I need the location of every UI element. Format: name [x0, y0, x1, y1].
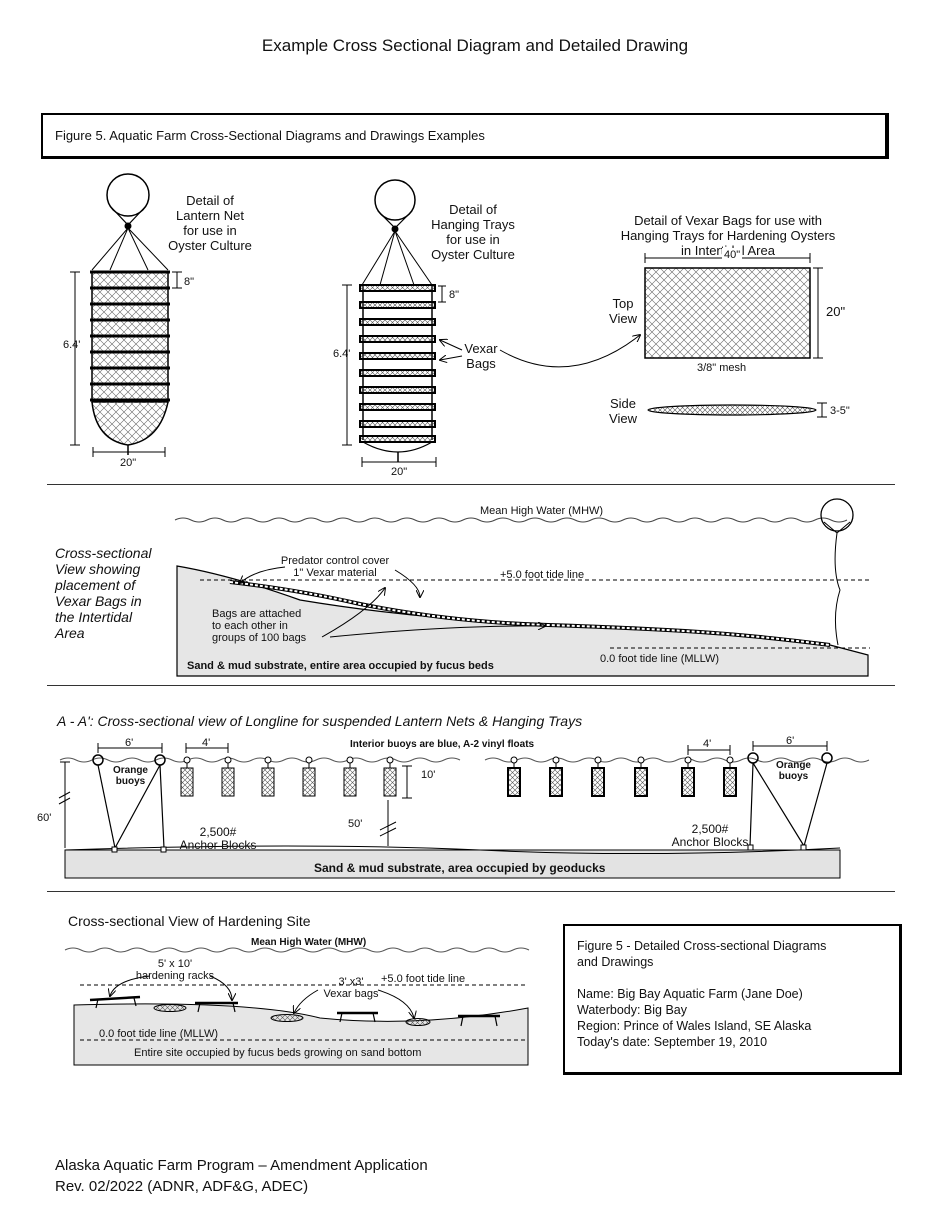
footer-program: Alaska Aquatic Farm Program – Amendment …: [55, 1157, 428, 1174]
trays-width-label: 20": [391, 466, 408, 478]
lantern-width-label: 20": [120, 457, 137, 469]
figure-info-box: Figure 5 - Detailed Cross-sectional Diag…: [563, 924, 902, 1075]
mesh-label: 3/8" mesh: [697, 362, 747, 374]
info-caption: Figure 5 - Detailed Cross-sectional Diag…: [577, 939, 827, 969]
lantern-height-label: 6.4': [63, 339, 81, 351]
page-title: Example Cross Sectional Diagram and Deta…: [261, 36, 689, 55]
intertidal-section-drawing: [174, 498, 870, 677]
intertidal-side-label: Cross-sectional View showing placement o…: [55, 545, 152, 641]
hardening-site-drawing: [64, 947, 530, 1066]
lantern-spacing-label: 8": [184, 276, 195, 288]
hardening-title: Cross-sectional View of Hardening Site: [68, 913, 311, 929]
hardening-tide5-label: +5.0 foot tide line: [381, 973, 466, 985]
figure-header: Figure 5. Aquatic Farm Cross-Sectional D…: [55, 128, 485, 143]
anchor-right-label: 2,500# Anchor Blocks: [671, 822, 749, 849]
info-waterbody: Waterbody: Big Bay: [577, 1003, 688, 1017]
lantern-title: Detail of Lantern Net for use in Oyster …: [168, 193, 252, 253]
dim-60-label: 60': [37, 812, 52, 824]
hardening-mhw-label: Mean High Water (MHW): [251, 937, 367, 948]
dim-4-right: 4': [703, 738, 712, 750]
vexar-height-label: 20": [826, 304, 846, 319]
divider: [47, 484, 895, 485]
divider: [47, 685, 895, 686]
trays-height-label: 6.4': [333, 348, 351, 360]
side-view-label: Side View: [609, 396, 637, 426]
intertidal-tide0-label: 0.0 foot tide line (MLLW): [600, 653, 720, 665]
dim-6-right: 6': [786, 735, 795, 747]
lantern-net-drawing: [70, 173, 182, 457]
anchor-left-label: 2,500# Anchor Blocks: [179, 825, 257, 852]
info-date: Today's date: September 19, 2010: [577, 1035, 768, 1049]
divider: [47, 891, 895, 892]
hardening-bags-label: 3' x3' Vexar bags: [323, 976, 379, 1000]
hardening-tide0-label: 0.0 foot tide line (MLLW): [99, 1028, 219, 1040]
vexar-bag-drawing: [644, 253, 827, 418]
intertidal-substrate-label: Sand & mud substrate, entire area occupi…: [187, 660, 494, 672]
dim-6-left: 6': [125, 737, 134, 749]
vexar-bags-label: Vexar Bags: [464, 341, 498, 371]
vexar-width-label: 40": [722, 248, 743, 263]
interior-buoys-label: Interior buoys are blue, A-2 vinyl float…: [350, 739, 535, 750]
dim-10-label: 10': [421, 769, 436, 781]
figure-header-box: Figure 5. Aquatic Farm Cross-Sectional D…: [41, 113, 889, 159]
thickness-label: 3-5": [830, 405, 850, 417]
hanging-trays-drawing: [342, 179, 640, 467]
orange-buoys-left-label: Orange buoys: [112, 765, 148, 787]
dim-50-label: 50': [348, 818, 363, 830]
hardening-substrate-label: Entire site occupied by fucus beds growi…: [134, 1047, 422, 1059]
trays-title: Detail of Hanging Trays for use in Oyste…: [431, 202, 515, 262]
predator-label: Predator control cover 1" Vexar material: [280, 555, 390, 579]
info-name: Name: Big Bay Aquatic Farm (Jane Doe): [577, 987, 803, 1001]
trays-spacing-label: 8": [449, 289, 460, 301]
orange-buoys-right-label: Orange buoys: [775, 760, 811, 782]
footer-revision: Rev. 02/2022 (ADNR, ADF&G, ADEC): [55, 1178, 309, 1195]
longline-drawing: [58, 741, 870, 879]
hardening-racks-label: 5' x 10' hardening racks: [135, 958, 215, 982]
top-view-label: Top View: [609, 296, 637, 326]
intertidal-tide5-label: +5.0 foot tide line: [500, 569, 585, 581]
longline-title: A - A': Cross-sectional view of Longline…: [57, 713, 583, 729]
footer: Alaska Aquatic Farm Program – Amendment …: [55, 1155, 428, 1197]
bags-attached-label: Bags are attached to each other in group…: [212, 608, 307, 644]
intertidal-mhw-label: Mean High Water (MHW): [480, 505, 604, 517]
dim-4-left: 4': [202, 737, 211, 749]
longline-substrate-label: Sand & mud substrate, area occupied by g…: [314, 861, 606, 875]
info-region: Region: Prince of Wales Island, SE Alask…: [577, 1019, 812, 1033]
